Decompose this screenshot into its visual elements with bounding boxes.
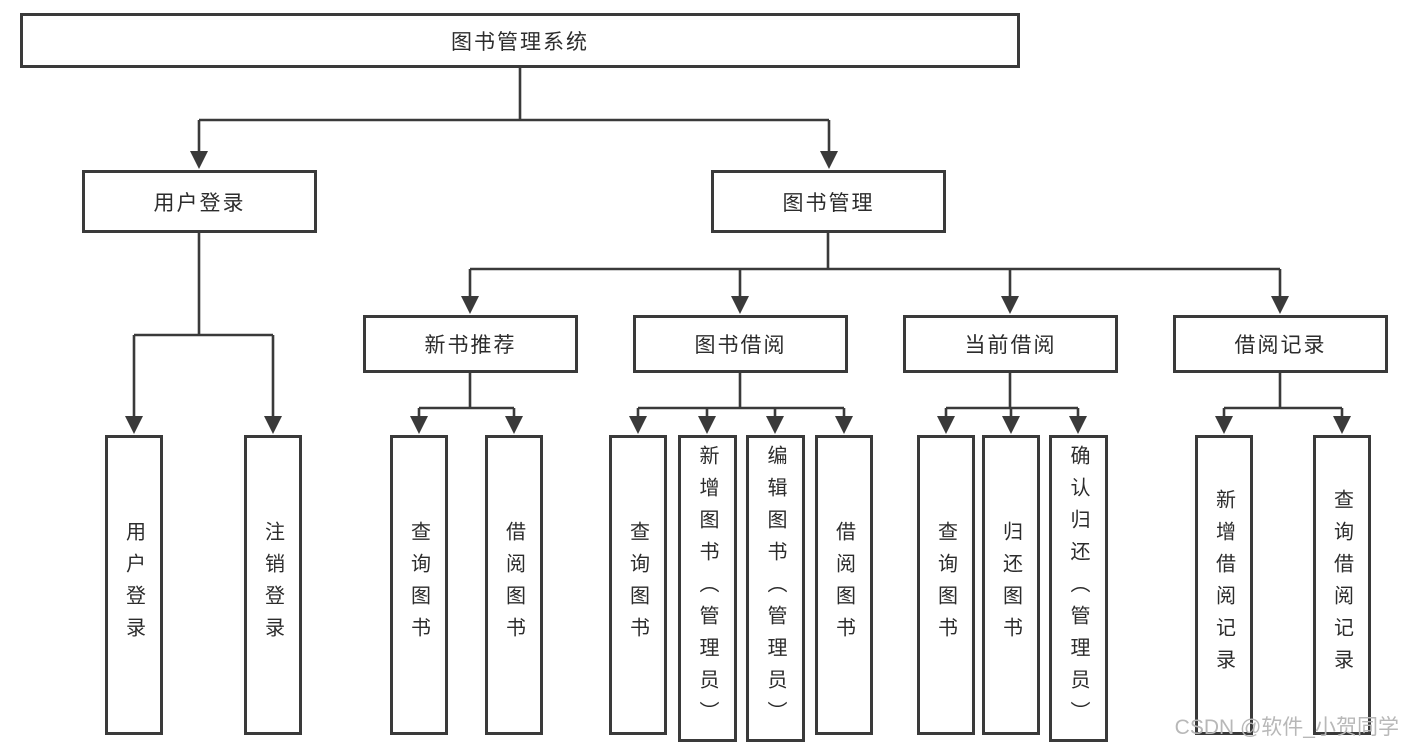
node-label: 图书借阅: [694, 334, 787, 357]
arrow-down-icon: [461, 296, 479, 314]
leaf-query-books-borrowing: 查询图书: [609, 435, 667, 735]
node-label: 查询借阅记录: [1330, 489, 1353, 681]
arrow-down-icon: [835, 416, 853, 434]
leaf-return-books: 归还图书: [982, 435, 1040, 735]
node-label: 新书推荐: [424, 334, 517, 357]
node-library-management-system: 图书管理系统: [20, 13, 1020, 68]
arrow-down-icon: [505, 416, 523, 434]
leaf-query-books-current: 查询图书: [917, 435, 975, 735]
leaf-edit-books-admin: 编辑图书（管理员）: [746, 435, 805, 742]
leaf-add-borrow-record: 新增借阅记录: [1195, 435, 1253, 735]
node-label: 借阅图书: [502, 521, 525, 649]
arrow-down-icon: [1333, 416, 1351, 434]
node-user-login: 用户登录: [82, 170, 317, 233]
arrow-down-icon: [264, 416, 282, 434]
leaf-borrow-books-recommendation: 借阅图书: [485, 435, 543, 735]
leaf-query-borrow-record: 查询借阅记录: [1313, 435, 1371, 735]
node-label: 当前借阅: [964, 334, 1057, 357]
node-label: 归还图书: [999, 521, 1022, 649]
node-label: 新增图书（管理员）: [696, 444, 718, 733]
leaf-add-books-admin: 新增图书（管理员）: [678, 435, 737, 742]
node-label: 用户登录: [122, 521, 145, 649]
leaf-query-books-recommendation: 查询图书: [390, 435, 448, 735]
node-label: 查询图书: [934, 521, 957, 649]
arrow-down-icon: [1271, 296, 1289, 314]
node-borrowing-records: 借阅记录: [1173, 315, 1388, 373]
arrow-down-icon: [629, 416, 647, 434]
arrow-down-icon: [820, 151, 838, 169]
node-current-borrowing: 当前借阅: [903, 315, 1118, 373]
node-book-management: 图书管理: [711, 170, 946, 233]
node-label: 查询图书: [407, 521, 430, 649]
leaf-confirm-return-admin: 确认归还（管理员）: [1049, 435, 1108, 742]
node-label: 借阅记录: [1234, 334, 1327, 357]
watermark: CSDN @软件_小贺同学: [1174, 716, 1399, 739]
leaf-borrow-books-borrowing: 借阅图书: [815, 435, 873, 735]
arrow-down-icon: [1215, 416, 1233, 434]
node-label: 注销登录: [261, 521, 284, 649]
node-label: 图书管理: [782, 191, 875, 215]
node-label: 借阅图书: [832, 521, 855, 649]
arrow-down-icon: [698, 416, 716, 434]
arrow-down-icon: [1002, 416, 1020, 434]
leaf-logout: 注销登录: [244, 435, 302, 735]
arrow-down-icon: [1069, 416, 1087, 434]
node-label: 编辑图书（管理员）: [764, 444, 786, 733]
node-label: 图书管理系统: [451, 30, 589, 54]
arrow-down-icon: [125, 416, 143, 434]
node-label: 用户登录: [153, 191, 246, 215]
arrow-down-icon: [190, 151, 208, 169]
leaf-user-login: 用户登录: [105, 435, 163, 735]
node-book-borrowing: 图书借阅: [633, 315, 848, 373]
arrow-down-icon: [410, 416, 428, 434]
arrow-down-icon: [731, 296, 749, 314]
node-label: 确认归还（管理员）: [1067, 444, 1089, 733]
node-new-book-recommendation: 新书推荐: [363, 315, 578, 373]
node-label: 新增借阅记录: [1212, 489, 1235, 681]
node-label: 查询图书: [626, 521, 649, 649]
arrow-down-icon: [766, 416, 784, 434]
arrow-down-icon: [1001, 296, 1019, 314]
arrow-down-icon: [937, 416, 955, 434]
